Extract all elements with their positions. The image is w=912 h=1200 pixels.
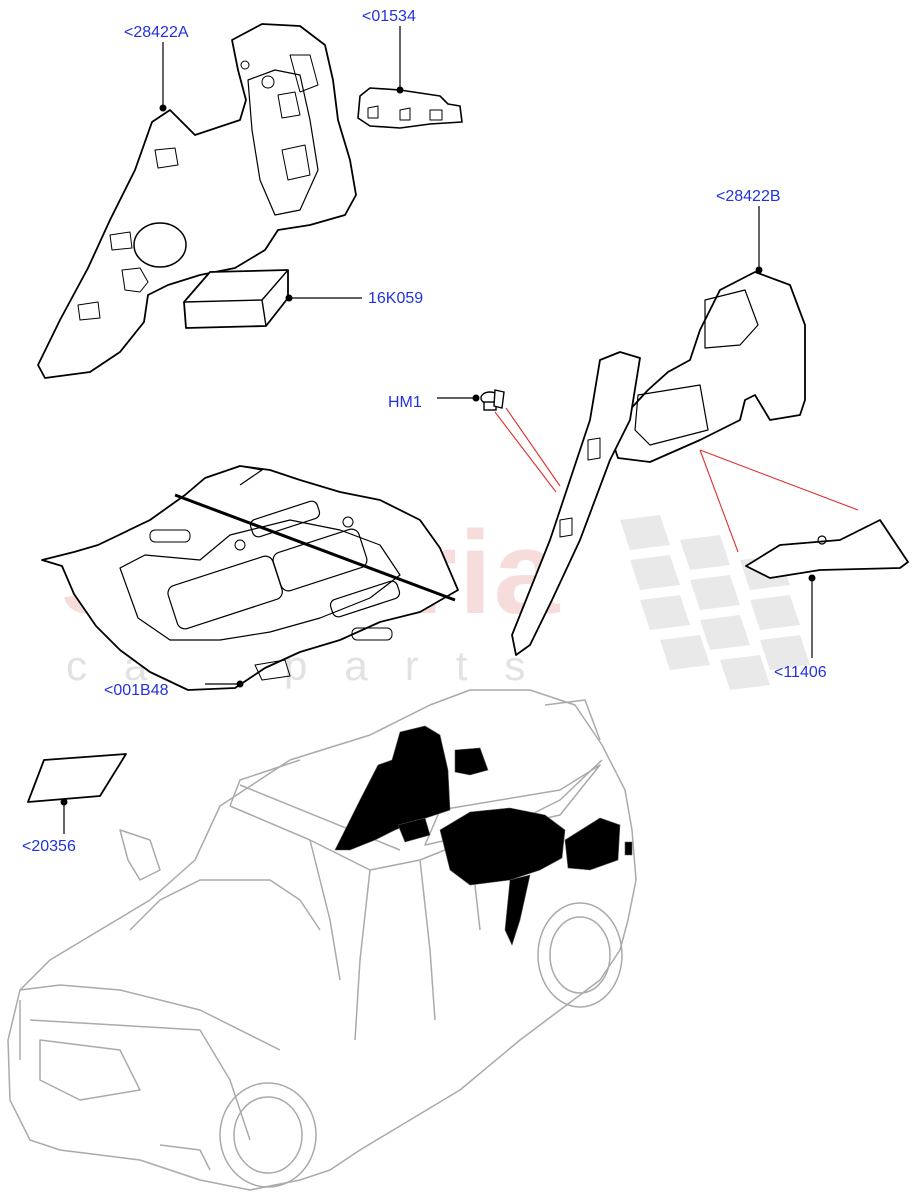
sheet-part[interactable] — [27, 753, 127, 803]
vehicle-highlight-parts — [334, 725, 633, 946]
clip-part[interactable] — [480, 389, 505, 411]
trim-panel-lh[interactable] — [37, 23, 357, 379]
part-label-28422B[interactable]: <28422B — [716, 188, 781, 205]
vehicle-outline — [7, 689, 637, 1191]
part-label-HM1[interactable]: HM1 — [388, 394, 422, 411]
part-label-01534[interactable]: <01534 — [362, 8, 416, 25]
part-label-11406[interactable]: <11406 — [774, 664, 827, 681]
part-label-28422A[interactable]: <28422A — [124, 24, 189, 41]
load-floor-part[interactable] — [41, 465, 459, 691]
trim-panel-rh[interactable] — [511, 271, 806, 656]
pad-part[interactable] — [745, 519, 909, 579]
foam-block-part[interactable] — [183, 269, 289, 329]
bracket-part[interactable] — [357, 87, 463, 129]
part-label-16K059[interactable]: 16K059 — [368, 290, 424, 307]
part-label-001B48[interactable]: <001B48 — [104, 682, 169, 699]
part-label-20356[interactable]: <20356 — [22, 838, 76, 855]
